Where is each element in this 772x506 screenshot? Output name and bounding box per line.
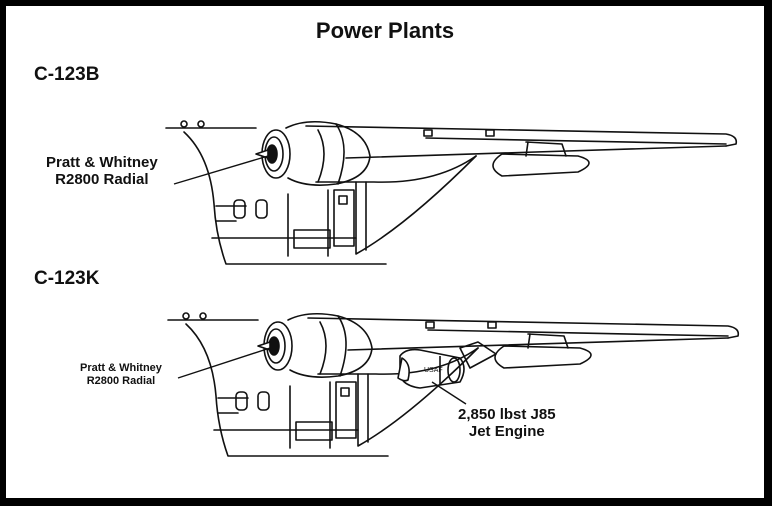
jet-engine-callout: 2,850 lbst J85 Jet Engine	[458, 406, 556, 441]
engine-callout-c123k-line1: Pratt & Whitney	[80, 362, 162, 374]
diagram-frame: Power Plants C-123B Pratt & Whitney R280…	[6, 6, 764, 498]
page-title: Power Plants	[315, 18, 455, 43]
c123b-leader-line	[173, 155, 269, 185]
c123k-engine-leader-line	[177, 347, 271, 379]
jet-engine-callout-line2: Jet Engine	[468, 423, 545, 441]
engine-callout-c123b-line2: R2800 Radial	[55, 171, 149, 189]
aircraft-drawings: USAF	[165, 120, 740, 457]
c123b-aircraft	[165, 120, 738, 265]
c123k-aircraft: USAF	[167, 312, 740, 457]
c123k-jet-leader-line	[431, 381, 467, 405]
model-label-c123k: C-123K	[34, 268, 100, 289]
engine-callout-c123k-line2: R2800 Radial	[86, 374, 156, 387]
model-label-c123b: C-123B	[34, 64, 100, 85]
engine-callout-c123k: Pratt & Whitney R2800 Radial	[80, 362, 162, 387]
engine-callout-c123b: Pratt & Whitney R2800 Radial	[46, 154, 158, 189]
jet-engine-callout-line1: 2,850 lbst J85	[458, 406, 556, 423]
jet-engine-pod: USAF	[397, 341, 497, 389]
engine-callout-c123b-line1: Pratt & Whitney	[46, 154, 158, 171]
svg-text:USAF: USAF	[424, 367, 443, 374]
